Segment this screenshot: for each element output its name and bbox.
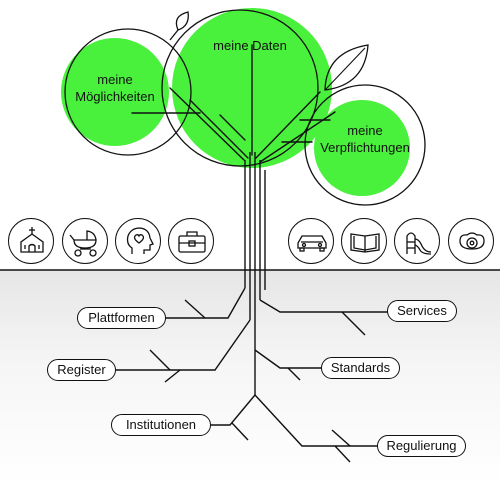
label-meine-verpflichtungen-line2: Verpflichtungen: [320, 140, 410, 155]
pill-plattformen: Plattformen: [77, 307, 166, 329]
briefcase-icon: [168, 218, 214, 264]
leaf-large: [324, 44, 369, 91]
pill-institutionen: Institutionen: [111, 414, 211, 436]
label-meine-verpflichtungen-line1: meine: [347, 123, 383, 138]
head-heart-icon: [115, 218, 161, 264]
car-icon: [288, 218, 334, 264]
pill-standards: Standards: [321, 357, 400, 379]
church-icon: [8, 218, 54, 264]
green-blob-moeglichkeiten: [61, 38, 169, 146]
stroller-icon: [62, 218, 108, 264]
label-meine-daten: meine Daten: [213, 38, 287, 53]
playground-slide-icon: [394, 218, 440, 264]
outline-circle-moeglichkeiten: [64, 28, 192, 156]
label-meine-moeglichkeiten-line2: Möglichkeiten: [75, 89, 155, 104]
outline-circle-daten: [161, 9, 319, 167]
leaf-small: [175, 11, 189, 31]
pill-regulierung: Regulierung: [377, 435, 466, 457]
outline-circle-verpflichtungen: [304, 84, 426, 206]
pill-register: Register: [47, 359, 116, 381]
pill-services: Services: [387, 300, 457, 322]
pacifier-icon: [448, 218, 494, 264]
book-icon: [341, 218, 387, 264]
green-blob-verpflichtungen: [314, 100, 410, 196]
label-meine-moeglichkeiten-line1: meine: [97, 72, 133, 87]
